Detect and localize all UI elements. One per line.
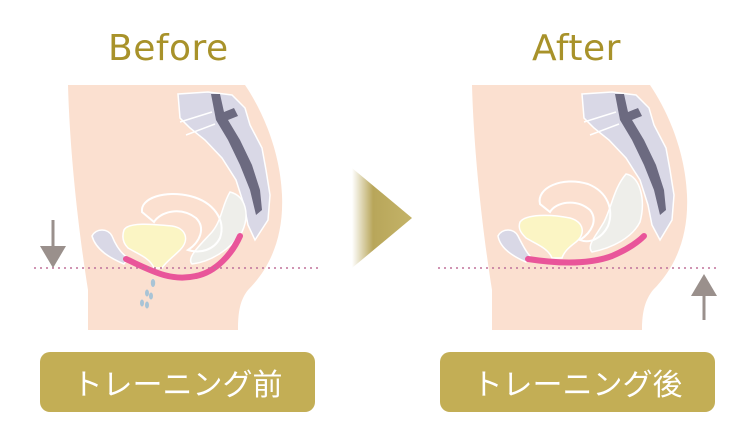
before-title: Before [108, 28, 229, 69]
before-spine-canal [211, 94, 262, 215]
after-label: トレーニング後 [440, 352, 715, 412]
arrow-down-icon [40, 220, 66, 268]
after-title: After [532, 28, 621, 69]
water-drops-icon [140, 279, 156, 309]
before-pubic-bone [91, 229, 130, 265]
arrow-up-icon [691, 274, 717, 320]
after-uterus [538, 180, 612, 243]
before-illustration [34, 85, 320, 330]
play-triangle-icon [352, 168, 412, 268]
after-bladder [518, 214, 583, 259]
after-pelvic-floor [525, 233, 647, 266]
before-label: トレーニング前 [40, 352, 315, 412]
after-illustration [438, 85, 720, 330]
before-bladder [122, 223, 187, 269]
before-pelvic-floor [123, 233, 243, 281]
after-spine-canal [615, 94, 666, 215]
before-rectum [189, 191, 247, 265]
before-uterus [140, 192, 223, 253]
after-pubic-bone [497, 229, 531, 263]
